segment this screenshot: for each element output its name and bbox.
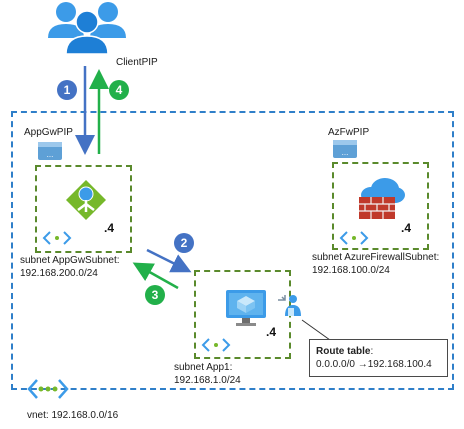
app1-subnet-cidr: 192.168.1.0/24 bbox=[174, 375, 241, 386]
application-gateway-icon bbox=[66, 180, 106, 220]
route-arrow-icon: → bbox=[357, 359, 368, 370]
route-connector bbox=[301, 319, 331, 341]
firewall-subnet-label: subnet AzureFirewallSubnet: bbox=[312, 252, 440, 263]
appgw-host-label: .4 bbox=[104, 221, 115, 235]
subnet-icon bbox=[339, 231, 369, 245]
subnet-icon bbox=[42, 231, 72, 245]
route-table-box: Route table: 0.0.0.0/0 →192.168.100.4 bbox=[309, 339, 448, 377]
user-route-icon bbox=[278, 295, 301, 316]
app1-host-label: .4 bbox=[266, 325, 277, 339]
firewall-subnet-cidr: 192.168.100.0/24 bbox=[312, 265, 390, 276]
appgw-subnet-box bbox=[35, 165, 132, 253]
virtual-machine-icon bbox=[226, 290, 266, 326]
appgw-subnet-cidr: 192.168.200.0/24 bbox=[20, 268, 98, 279]
app1-subnet-label: subnet App1: bbox=[174, 362, 233, 373]
vnet-boundary bbox=[11, 111, 454, 390]
step-2-badge: 2 bbox=[174, 233, 194, 253]
route-table-title: Route table bbox=[316, 346, 371, 357]
step-4-badge: 4 bbox=[109, 80, 129, 100]
client-pip-label: ClientPIP bbox=[116, 57, 158, 68]
firewall-host-label: .4 bbox=[401, 221, 412, 235]
subnet-icon bbox=[201, 338, 231, 352]
vnet-label: vnet: 192.168.0.0/16 bbox=[27, 410, 119, 421]
public-ip-icon: ... bbox=[333, 140, 357, 158]
step-1-badge: 1 bbox=[57, 80, 77, 100]
route-prefix: 0.0.0.0/0 bbox=[316, 359, 355, 370]
appgw-subnet-label: subnet AppGwSubnet: bbox=[20, 255, 120, 266]
firewall-pip-label: AzFwPIP bbox=[328, 127, 370, 138]
public-ip-icon: ... bbox=[38, 142, 62, 160]
route-table-title-suffix: : bbox=[370, 346, 374, 357]
firewall-subnet-box bbox=[332, 162, 429, 250]
svg-text:...: ... bbox=[47, 150, 54, 159]
users-icon bbox=[48, 2, 126, 55]
virtual-network-icon bbox=[27, 379, 69, 399]
route-next-hop: 192.168.100.4 bbox=[367, 359, 432, 370]
svg-text:...: ... bbox=[342, 148, 349, 157]
appgw-pip-label: AppGwPIP bbox=[24, 127, 73, 138]
arrow-2 bbox=[146, 248, 192, 273]
firewall-icon bbox=[359, 178, 405, 219]
arrow-3 bbox=[132, 262, 179, 290]
step-3-badge: 3 bbox=[145, 285, 165, 305]
